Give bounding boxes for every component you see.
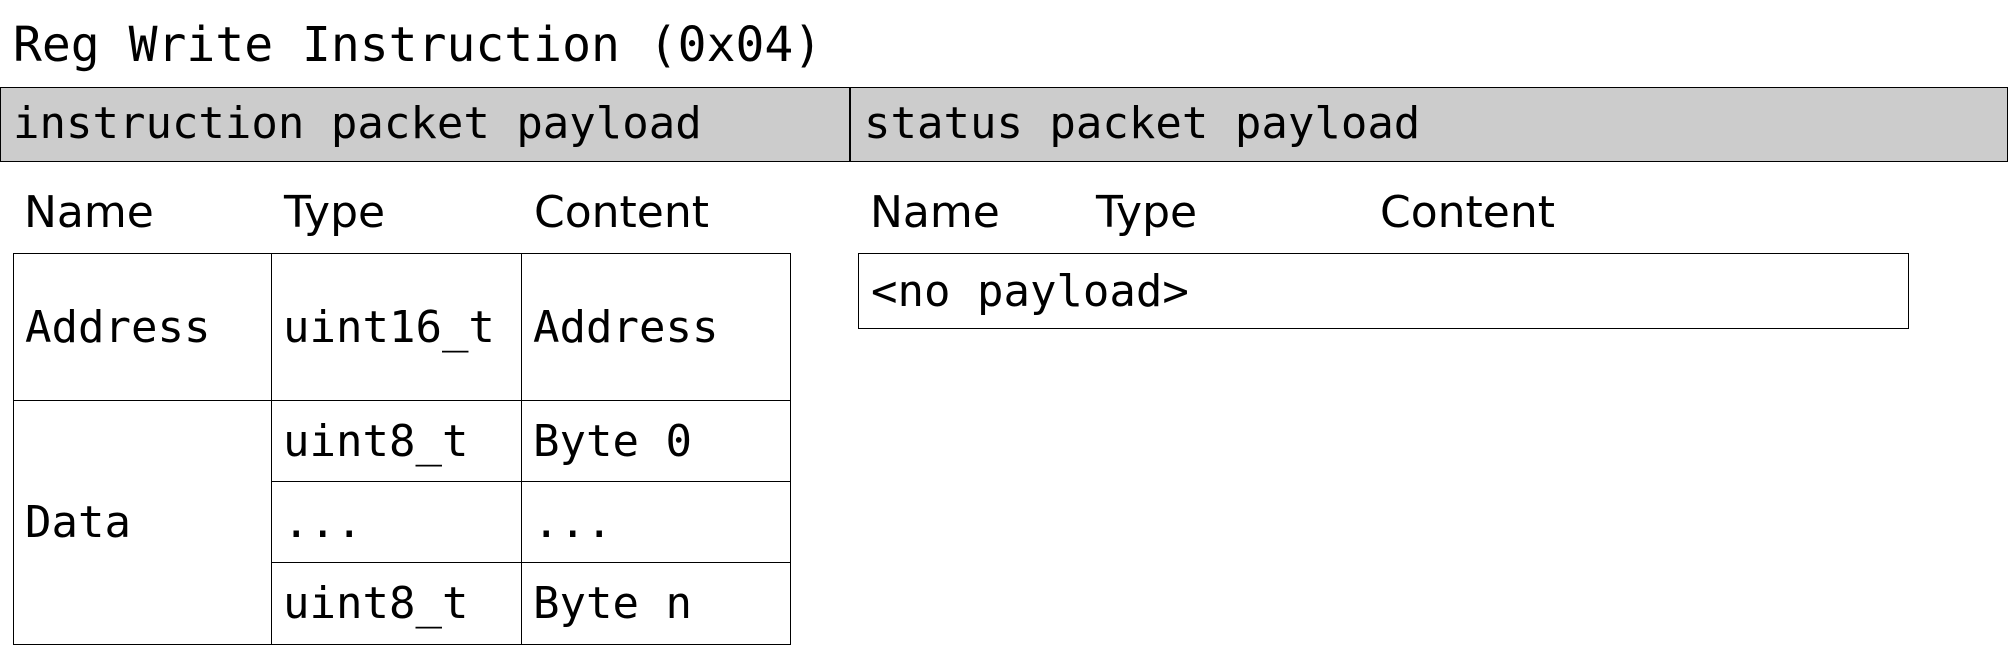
table-cell-type: uint8_t — [271, 400, 523, 483]
table-cell-content: Byte n — [521, 562, 791, 645]
status-header-content: Content — [1380, 187, 1555, 238]
table-cell-type: ... — [271, 481, 523, 564]
table-cell-type: uint8_t — [271, 562, 523, 645]
status-section-label: status packet payload — [864, 98, 1421, 149]
table-cell-name: Address — [13, 253, 273, 402]
table-cell-content: Byte 0 — [521, 400, 791, 483]
status-no-payload-cell: <no payload> — [858, 253, 1909, 329]
instruction-header-name: Name — [24, 187, 154, 238]
status-header-name: Name — [870, 187, 1000, 238]
instruction-header-content: Content — [534, 187, 709, 238]
table-cell-content: Address — [521, 253, 791, 402]
instruction-section-label: instruction packet payload — [13, 98, 702, 149]
section-banner — [0, 87, 2008, 162]
banner-divider — [849, 87, 851, 162]
page-title: Reg Write Instruction (0x04) — [13, 17, 823, 73]
table-cell-type: uint16_t — [271, 253, 523, 402]
instruction-header-type: Type — [284, 187, 386, 238]
table-cell-content: ... — [521, 481, 791, 564]
table-cell-name: Data — [13, 400, 273, 645]
status-header-type: Type — [1096, 187, 1198, 238]
